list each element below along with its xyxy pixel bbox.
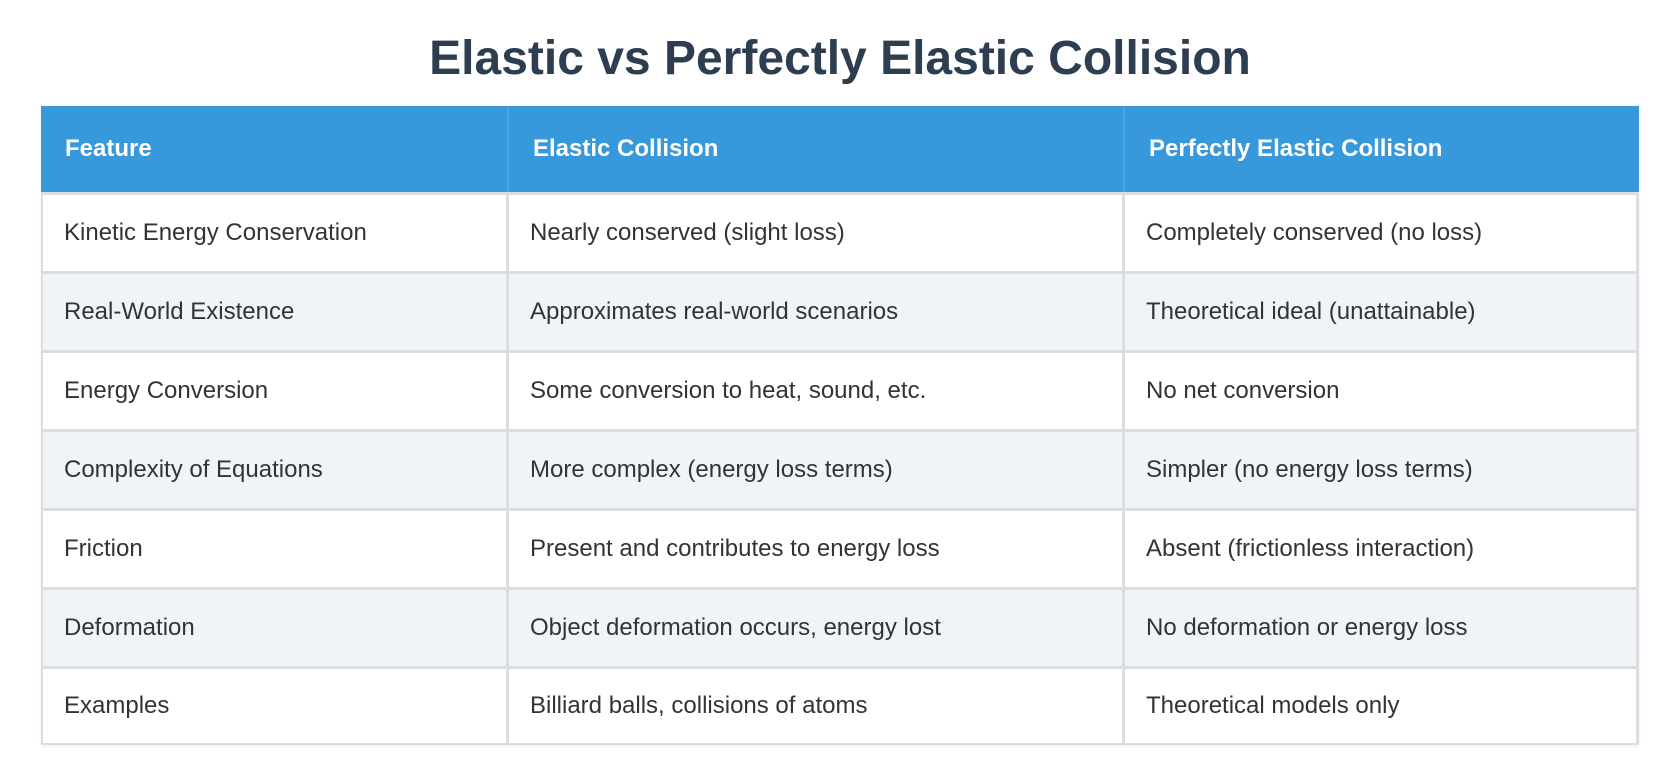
table-row: Energy Conversion Some conversion to hea… <box>41 350 1639 429</box>
perfectly-elastic-cell: Theoretical ideal (unattainable) <box>1125 271 1639 350</box>
perfectly-elastic-cell: Completely conserved (no loss) <box>1125 192 1639 271</box>
header-cell-feature: Feature <box>41 106 509 192</box>
table-row: Complexity of Equations More complex (en… <box>41 429 1639 508</box>
page-title: Elastic vs Perfectly Elastic Collision <box>429 32 1251 85</box>
elastic-cell: Object deformation occurs, energy lost <box>509 587 1125 666</box>
elastic-cell: Some conversion to heat, sound, etc. <box>509 350 1125 429</box>
elastic-cell: Billiard balls, collisions of atoms <box>509 666 1125 745</box>
feature-cell: Energy Conversion <box>41 350 509 429</box>
table-row: Deformation Object deformation occurs, e… <box>41 587 1639 666</box>
perfectly-elastic-cell: No net conversion <box>1125 350 1639 429</box>
table-row: Examples Billiard balls, collisions of a… <box>41 666 1639 745</box>
feature-cell: Complexity of Equations <box>41 429 509 508</box>
perfectly-elastic-cell: Absent (frictionless interaction) <box>1125 508 1639 587</box>
elastic-cell: Approximates real-world scenarios <box>509 271 1125 350</box>
perfectly-elastic-cell: Theoretical models only <box>1125 666 1639 745</box>
header-cell-perfectly-elastic-collision: Perfectly Elastic Collision <box>1125 106 1639 192</box>
table-row: Friction Present and contributes to ener… <box>41 508 1639 587</box>
table-row: Kinetic Energy Conservation Nearly conse… <box>41 192 1639 271</box>
header-row: Feature Elastic Collision Perfectly Elas… <box>41 106 1639 192</box>
feature-cell: Examples <box>41 666 509 745</box>
table-header: Feature Elastic Collision Perfectly Elas… <box>41 106 1639 192</box>
perfectly-elastic-cell: No deformation or energy loss <box>1125 587 1639 666</box>
feature-cell: Kinetic Energy Conservation <box>41 192 509 271</box>
table-body: Kinetic Energy Conservation Nearly conse… <box>41 192 1639 745</box>
table-row: Real-World Existence Approximates real-w… <box>41 271 1639 350</box>
perfectly-elastic-cell: Simpler (no energy loss terms) <box>1125 429 1639 508</box>
feature-cell: Real-World Existence <box>41 271 509 350</box>
comparison-table: Feature Elastic Collision Perfectly Elas… <box>41 106 1639 745</box>
elastic-cell: Present and contributes to energy loss <box>509 508 1125 587</box>
comparison-table-container: Feature Elastic Collision Perfectly Elas… <box>41 106 1639 745</box>
elastic-cell: More complex (energy loss terms) <box>509 429 1125 508</box>
elastic-cell: Nearly conserved (slight loss) <box>509 192 1125 271</box>
feature-cell: Friction <box>41 508 509 587</box>
feature-cell: Deformation <box>41 587 509 666</box>
header-cell-elastic-collision: Elastic Collision <box>509 106 1125 192</box>
